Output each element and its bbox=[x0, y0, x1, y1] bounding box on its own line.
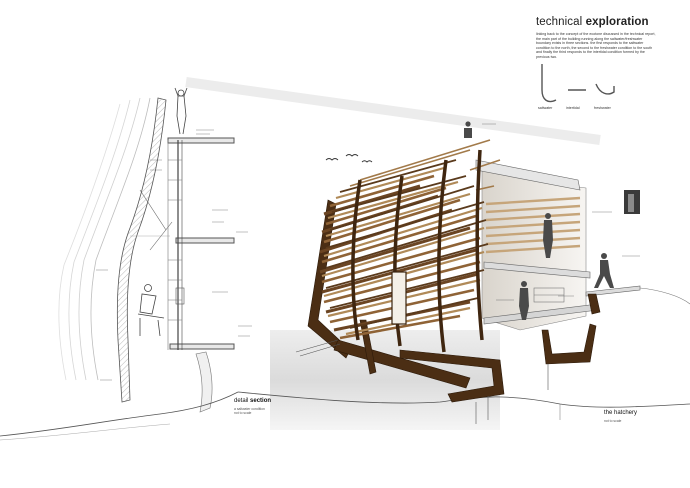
hatchery-subcaption: not to scale bbox=[604, 419, 622, 423]
people bbox=[464, 121, 614, 320]
timber-base-frame bbox=[307, 199, 601, 403]
detail-caption-light: detail bbox=[234, 398, 249, 404]
detail-section-drawing bbox=[0, 77, 601, 441]
figure-observer-top bbox=[174, 87, 188, 135]
detail-section-subcaption: a saltwater condition not to scale bbox=[234, 407, 265, 416]
detail-sub-line-2: not to scale bbox=[234, 411, 252, 416]
detail-section-caption: detail section bbox=[234, 398, 271, 404]
intro-paragraph: linking back to the concept of the ecoto… bbox=[536, 32, 656, 59]
timber-ribs bbox=[351, 149, 484, 353]
figure-seated bbox=[137, 284, 165, 337]
hatchery-caption: the hatchery bbox=[604, 410, 638, 416]
detail-caption-bold: section bbox=[250, 398, 272, 404]
profile-freshwater bbox=[595, 83, 615, 95]
interior-louvres bbox=[485, 196, 581, 254]
profile-saltwater bbox=[541, 64, 557, 103]
birds bbox=[325, 154, 373, 163]
title-bold: exploration bbox=[585, 16, 649, 28]
door-opening bbox=[391, 271, 407, 325]
title-light: technical bbox=[536, 16, 583, 28]
profile-label-intertidal: intertidal bbox=[566, 106, 580, 110]
section-profiles bbox=[541, 64, 615, 103]
hatchery-model bbox=[295, 121, 690, 424]
profile-label-freshwater: freshwater bbox=[594, 106, 611, 110]
detail-sub-line-1: a saltwater condition bbox=[234, 407, 265, 411]
timber-slat-wall bbox=[319, 139, 501, 340]
profile-label-saltwater: saltwater bbox=[538, 106, 553, 110]
page-title: technical exploration bbox=[536, 16, 649, 28]
